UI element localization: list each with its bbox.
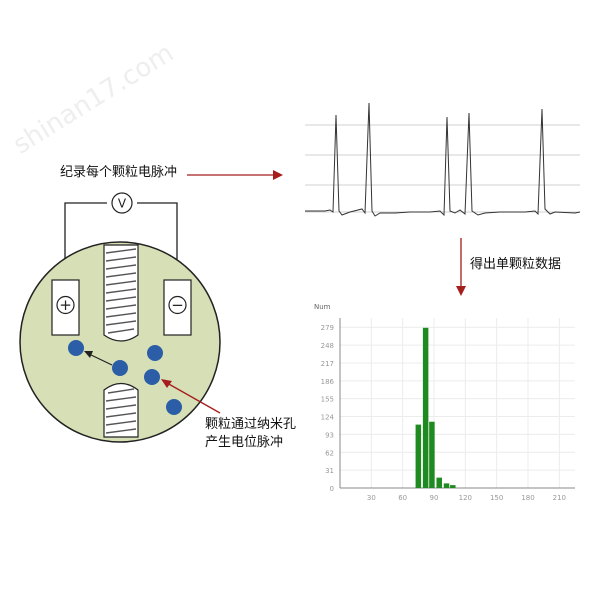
pass-label-line1: 颗粒通过纳米孔 <box>205 417 297 432</box>
y-tick-label: 186 <box>321 378 335 386</box>
particle <box>68 340 84 356</box>
histogram-bar <box>443 483 450 488</box>
particle <box>112 360 128 376</box>
get-particle-data-label: 得出单颗粒数据 <box>470 257 562 272</box>
x-tick-label: 30 <box>367 494 376 502</box>
y-tick-label: 248 <box>321 342 334 350</box>
particle <box>144 369 160 385</box>
x-tick-label: 210 <box>553 494 566 502</box>
minus-electrode: − <box>163 279 192 336</box>
y-tick-label: 217 <box>321 360 334 368</box>
x-tick-label: 60 <box>398 494 407 502</box>
plus-electrode: + <box>51 279 80 336</box>
arrow-to-particle <box>161 379 221 414</box>
histogram-bar <box>436 477 442 488</box>
pass-nanopore-label: 颗粒通过纳米孔 产生电位脉冲 <box>205 416 296 452</box>
membrane-lower <box>103 382 139 438</box>
y-tick-label: 155 <box>321 396 334 404</box>
x-tick-label: 180 <box>521 494 534 502</box>
x-tick-label: 90 <box>430 494 439 502</box>
pass-label-line2: 产生电位脉冲 <box>205 435 284 450</box>
histogram-bar <box>450 485 456 488</box>
pulse-trace-panel <box>305 102 581 217</box>
particle-motion-arrow <box>84 351 113 366</box>
y-tick-label: 124 <box>321 414 335 422</box>
nanopore-diagram: V + − <box>19 192 221 443</box>
particles <box>68 340 182 415</box>
arrow-to-histogram <box>456 238 466 296</box>
x-tick-label: 150 <box>490 494 503 502</box>
histogram-bar <box>415 424 422 488</box>
histogram-bar <box>422 327 429 488</box>
x-tick-label: 120 <box>459 494 472 502</box>
record-pulse-label: 纪录每个颗粒电脉冲 <box>60 165 178 180</box>
size-histogram-chart: 279 248 217 186 155 124 93 62 31 0 30 60 90 120 150 180… <box>314 303 575 502</box>
membrane-upper <box>103 244 139 342</box>
particle <box>147 345 163 361</box>
arrow-to-trace <box>187 170 283 180</box>
voltmeter: V <box>111 192 133 214</box>
y-axis-label: Num <box>314 303 331 311</box>
y-tick-label: 62 <box>325 449 334 457</box>
y-tick-label: 279 <box>321 324 334 332</box>
plus-sign: + <box>59 296 72 314</box>
voltmeter-label: V <box>118 197 127 211</box>
histogram-bar <box>429 421 435 488</box>
y-tick-label: 93 <box>325 431 334 439</box>
pulse-trace-line <box>305 102 581 217</box>
minus-sign: − <box>171 296 184 314</box>
y-tick-label: 31 <box>325 467 334 475</box>
watermark: shinan17.com <box>8 38 180 161</box>
y-tick-label: 0 <box>330 485 334 493</box>
circuit-wires <box>64 202 178 280</box>
particle <box>166 399 182 415</box>
